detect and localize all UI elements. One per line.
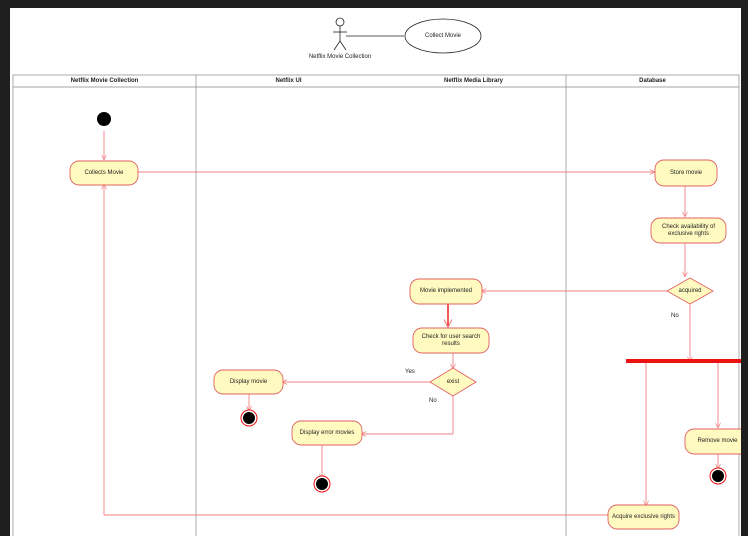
lane-title-media-library: Netflix Media Library (443, 78, 503, 84)
label-movie-implemented: Movie implemented (419, 288, 473, 294)
guard-yes-exist: Yes (405, 369, 415, 375)
decision-exist (429, 367, 477, 397)
label-store-movie: Store movie (669, 169, 702, 176)
action-movie-implemented (409, 278, 483, 305)
usecase-ellipse (404, 18, 482, 54)
action-store-movie (654, 159, 718, 187)
label-acquired: acquired (678, 287, 702, 294)
guard-no-acquired: No (671, 313, 679, 319)
action-display-movie (213, 369, 284, 395)
action-remove-movie (684, 428, 741, 455)
lane-title-ui: Netflix UI (275, 78, 302, 84)
action-display-error (291, 420, 363, 446)
label-exist: exist (446, 378, 460, 385)
control-flows (104, 131, 718, 516)
label-check-availability: Check availability of exclusive rights (661, 223, 716, 237)
diagram-frame: Netflix Movie Collection Collect Movie N… (10, 8, 741, 536)
activity-diagram (12, 17, 741, 536)
lane-title-collection: Netflix Movie Collection (70, 78, 139, 84)
action-collects-movie (69, 160, 139, 186)
label-check-search: Check for user search results (421, 333, 481, 347)
final-node (313, 475, 331, 493)
final-node (240, 409, 258, 427)
label-display-error: Display error movies (299, 429, 355, 436)
fork-bar (626, 359, 741, 363)
actor-stick-figure (333, 17, 347, 51)
label-collects-movie: Collects Movie (84, 169, 124, 176)
final-node (709, 467, 727, 485)
label-display-movie: Display movie (229, 378, 268, 385)
actor-label: Netflix Movie Collection (308, 53, 372, 60)
swimlanes (12, 74, 740, 536)
action-acquire-rights (607, 504, 680, 530)
label-remove-movie: Remove movie (697, 438, 738, 444)
guard-no-exist: No (429, 398, 437, 404)
label-acquire-rights: Acquire exclusive rights (611, 513, 676, 520)
decision-acquired (666, 277, 714, 305)
action-check-availability (650, 217, 727, 244)
lane-title-database: Database (639, 78, 666, 84)
usecase-label: Collect Movie (424, 32, 461, 39)
action-check-search (412, 327, 490, 354)
initial-node (97, 112, 111, 126)
